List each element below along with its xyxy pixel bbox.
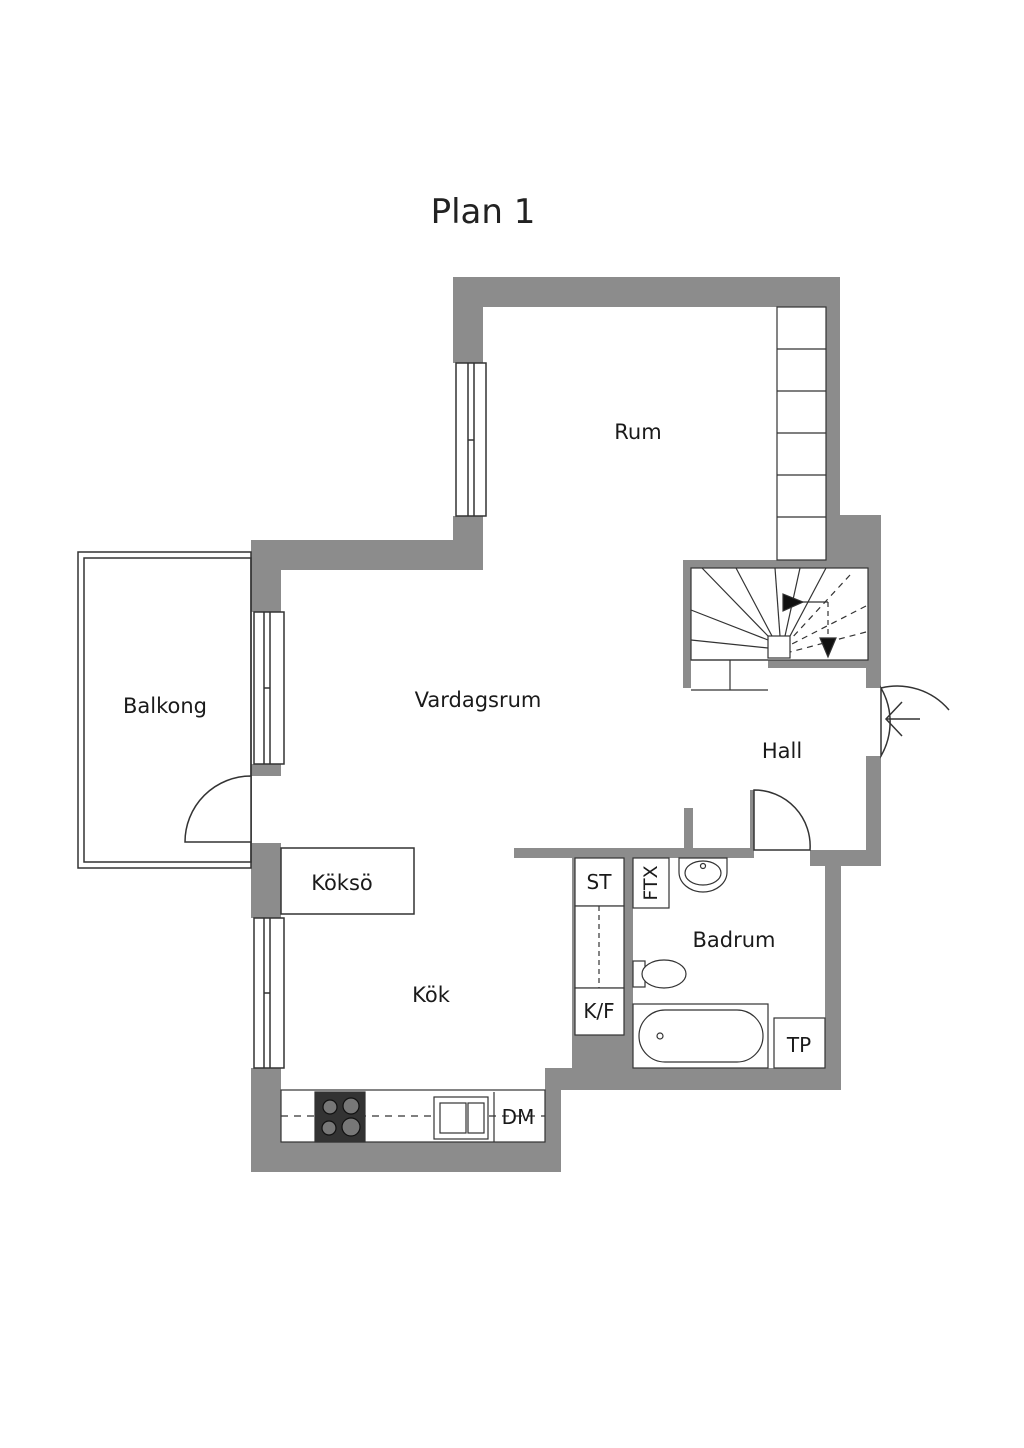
- plan-title: Plan 1: [430, 192, 536, 232]
- wall-bath-right: [825, 850, 841, 1090]
- wall-stair-left: [683, 560, 691, 688]
- doors: [184, 685, 950, 851]
- ftx-unit: [632, 857, 670, 909]
- wall-kitchen-left-top: [251, 843, 281, 918]
- rum-shelves: [776, 306, 827, 561]
- wall-stair-top-inner: [683, 560, 873, 568]
- tp-cabinet: [773, 1017, 826, 1069]
- wall-step: [251, 540, 483, 570]
- entry-arrow-head: [884, 701, 903, 737]
- room-label-rum: Rum: [614, 420, 662, 444]
- fixture-label-ftx: FTX: [640, 865, 662, 901]
- wall-hall-stub: [684, 808, 693, 853]
- stove: [314, 1091, 366, 1143]
- stair-arrow-down: [819, 637, 837, 659]
- wall-kitchen-bottom: [251, 1142, 561, 1172]
- balcony: [77, 551, 252, 869]
- wall-hall-right-top: [866, 515, 881, 688]
- wall-kitchen-right: [545, 1068, 561, 1172]
- balcony-door: [184, 775, 252, 843]
- wall-closet-left: [572, 855, 575, 1037]
- wall-bath-right-top: [810, 850, 881, 866]
- toilet-bowl: [641, 959, 687, 989]
- wall-hall-divider: [514, 848, 751, 858]
- staircase: [690, 567, 869, 691]
- fixture-label-st: ST: [586, 870, 612, 894]
- fixture-label-kf: K/F: [583, 999, 615, 1023]
- wall-bath-door-jamb: [750, 790, 754, 858]
- entry-door: [880, 685, 891, 759]
- wall-rum-left-upper: [453, 277, 483, 363]
- wall-bath-bottom: [573, 1068, 841, 1090]
- room-label-vardagsrum: Vardagsrum: [414, 688, 542, 712]
- kitchen-counter: [280, 1089, 546, 1143]
- wall-living-left-mid: [251, 764, 281, 776]
- stair-arrow-right: [782, 593, 805, 612]
- room-label-kok: Kök: [412, 983, 450, 1007]
- room-label-balkong: Balkong: [122, 694, 208, 718]
- windows: [253, 362, 487, 1069]
- wall-stair-bottom: [768, 660, 878, 668]
- wall-living-left-top: [251, 540, 281, 612]
- wall-closet-bottom: [572, 1035, 632, 1070]
- entry-door-swing: [880, 685, 950, 711]
- closets: [574, 857, 625, 1036]
- bathroom-fixtures: [632, 857, 826, 1069]
- fixture-label-dm: DM: [501, 1105, 535, 1129]
- wall-bath-left: [624, 855, 633, 1075]
- wall-rum-right: [826, 277, 840, 515]
- room-label-kokso: Köksö: [311, 871, 373, 895]
- wall-rum-top: [453, 277, 840, 307]
- room-label-badrum: Badrum: [692, 928, 776, 952]
- kitchen-island: [280, 847, 415, 915]
- room-label-hall: Hall: [761, 739, 803, 763]
- fixture-label-tp: TP: [786, 1033, 812, 1057]
- wall-hall-right-bottom: [866, 756, 881, 866]
- bath-door: [753, 789, 811, 851]
- walls: [251, 277, 881, 1172]
